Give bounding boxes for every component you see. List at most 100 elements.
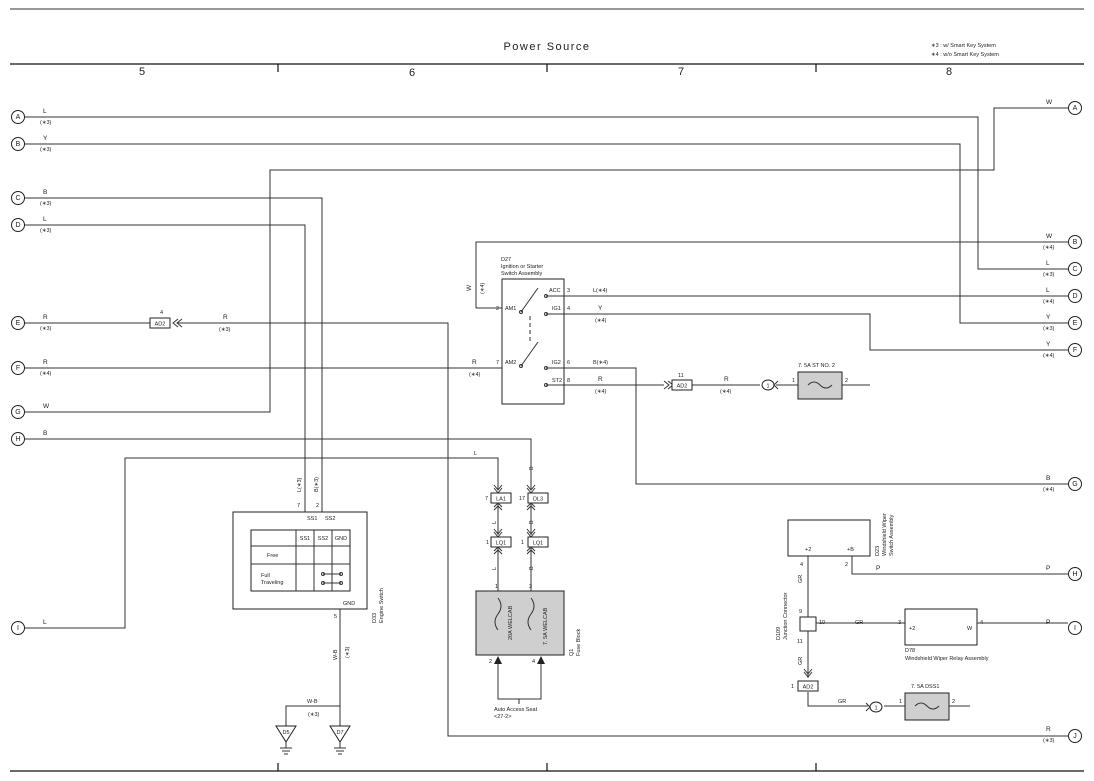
terminal-right: F xyxy=(1068,343,1082,357)
fuse-block: 20A WELCAB 7. 5A WELCAB Q1 Fuse Block xyxy=(475,590,582,656)
terminal-label: C xyxy=(1072,266,1077,273)
component-code: D23 xyxy=(875,546,881,556)
conn-pin: 4 xyxy=(160,310,163,316)
fuse-label: 20A WELCAB xyxy=(508,605,514,640)
brace-icon xyxy=(497,695,542,704)
wire-note: (∗3) xyxy=(219,327,230,333)
terminal-label: B xyxy=(1073,239,1078,246)
terminal-left: C xyxy=(11,191,25,205)
wire-note: (∗4) xyxy=(595,389,606,395)
pin-num: 9 xyxy=(799,609,802,615)
table-header: GND xyxy=(335,536,347,542)
wire-note: (∗4) xyxy=(40,371,51,377)
pin-num: 7 xyxy=(496,360,499,366)
conn-label: AD2 xyxy=(677,384,688,390)
pin-label: W xyxy=(967,626,973,632)
wire-label: L xyxy=(43,216,47,223)
ground-icon: D5 xyxy=(275,725,297,755)
pin-num: 2 xyxy=(489,659,492,665)
wire-label: Y xyxy=(598,305,603,312)
wire-label: GR xyxy=(798,575,804,583)
wire-label: B(∗3) xyxy=(314,477,320,492)
engine-switch: L(∗3) B(∗3) 7 2 SS1 SS2 GND SS1 SS2 GND … xyxy=(232,477,385,660)
terminal-left: F xyxy=(11,361,25,375)
terminal-right: J xyxy=(1068,729,1082,743)
pin-num: 8 xyxy=(567,378,570,384)
wire-note: (∗4) xyxy=(1043,353,1054,359)
wiper-relay: +2 W D78 Windshield Wiper Relay Assembly xyxy=(904,608,989,662)
page-title: Power Source xyxy=(503,41,590,53)
wire-label: L xyxy=(43,619,47,626)
component-code: Q1 xyxy=(569,649,575,656)
pin-num: 5 xyxy=(334,614,337,620)
terminal-label: H xyxy=(1072,571,1077,578)
wire-label: B xyxy=(529,520,535,524)
pin-num: 4 xyxy=(567,306,570,312)
pin-acc: ACC xyxy=(549,288,561,294)
pin-num: 17 xyxy=(519,496,525,502)
dl3-connector xyxy=(527,492,549,504)
pin-num: 1 xyxy=(495,584,498,590)
lq1-connector xyxy=(490,536,512,548)
wiper-switch: +2 +B D23 Windshield Wiper Switch Assemb… xyxy=(787,513,895,557)
connector-chevron-icon xyxy=(803,668,813,678)
pin-num: 2 xyxy=(845,378,848,384)
wire-label: L(∗3) xyxy=(297,477,303,492)
wire-label: R xyxy=(724,376,729,383)
component-name: Switch Assembly xyxy=(501,271,543,277)
wire-label: Y xyxy=(1046,341,1051,348)
pin-num: 7 xyxy=(485,496,488,502)
terminal-left: D xyxy=(11,218,25,232)
conn-pin: 11 xyxy=(678,373,684,379)
wire-note: (∗4) xyxy=(1043,299,1054,305)
terminal-label: E xyxy=(16,320,21,327)
component-name: Windshield Wiper xyxy=(882,513,888,556)
pin-num: 3 xyxy=(567,288,570,294)
wire-label: P xyxy=(1046,619,1050,626)
column-6: 6 xyxy=(409,67,415,79)
pin-label: +B xyxy=(847,547,854,553)
lq1-connector xyxy=(527,536,549,548)
wire-note: (∗3) xyxy=(1043,326,1054,332)
terminal-label: D xyxy=(15,222,20,229)
component-name: Ignition or Starter xyxy=(501,264,543,270)
terminal-left: E xyxy=(11,316,25,330)
component-name: Fuse Block xyxy=(576,629,582,656)
pin-num: 1 xyxy=(792,378,795,384)
conn-label: LQ1 xyxy=(496,541,506,547)
wire-note: (∗3) xyxy=(1043,738,1054,744)
ground-icon: D7 xyxy=(329,725,351,755)
wire-label: R xyxy=(598,376,603,383)
wire-note: (∗3) xyxy=(1043,272,1054,278)
pin-ig1: IG1 xyxy=(552,306,561,312)
terminal-left: A xyxy=(11,110,25,124)
terminal-label: G xyxy=(15,409,20,416)
wire-label: B xyxy=(43,189,47,196)
wire-label: B xyxy=(43,430,47,437)
wire-label: L xyxy=(43,108,47,115)
pin-num: 4 xyxy=(800,562,803,568)
pin-num: 7 xyxy=(297,503,300,509)
wire-label: R xyxy=(43,314,48,321)
wire-label: L xyxy=(492,567,498,570)
component-name: Switch Assembly xyxy=(889,514,895,556)
pin-num: 6 xyxy=(567,360,570,366)
table-header: SS2 xyxy=(318,536,328,542)
wire-note: (∗3) xyxy=(345,647,351,658)
wire-label: L(∗4) xyxy=(593,288,608,294)
terminal-label: B xyxy=(16,141,21,148)
wire-label: P xyxy=(876,565,880,572)
component-code: D109 xyxy=(776,627,782,640)
wire-note: (∗3) xyxy=(308,712,319,718)
component-name: Windshield Wiper Relay Assembly xyxy=(905,656,989,662)
terminal-label: C xyxy=(15,195,20,202)
wire-note: (∗3) xyxy=(40,201,51,207)
terminal-right: B xyxy=(1068,235,1082,249)
pin-st2: ST2 xyxy=(552,378,562,384)
column-8: 8 xyxy=(946,66,952,78)
terminal-right: D xyxy=(1068,289,1082,303)
wire-note: (∗4) xyxy=(1043,487,1054,493)
wire-note: (∗4) xyxy=(480,283,486,294)
ground-label: D5 xyxy=(282,730,289,736)
terminal-label: G xyxy=(1072,481,1077,488)
